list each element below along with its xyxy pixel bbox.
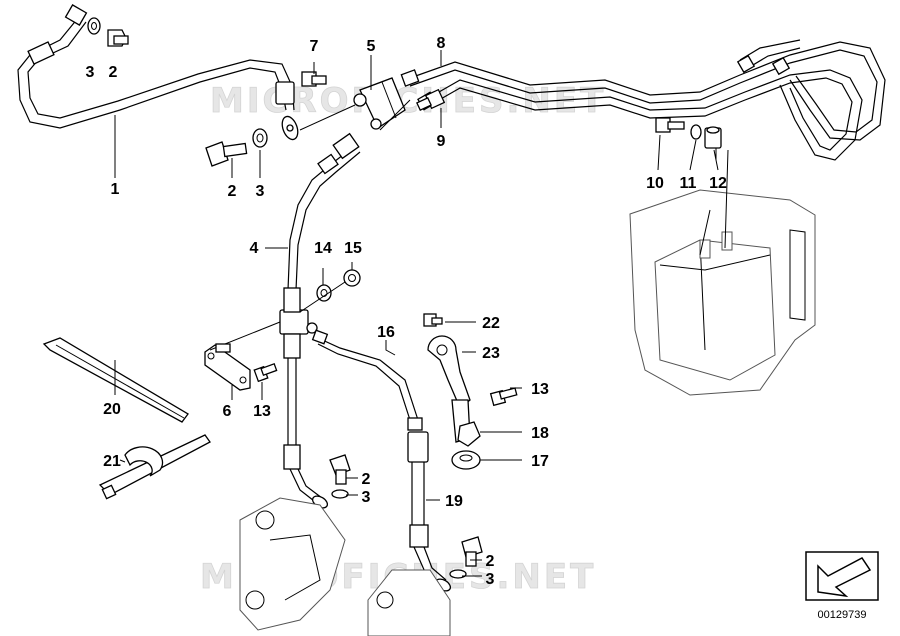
callout-3-lower-right: 3	[486, 571, 495, 588]
callout-18: 18	[531, 425, 549, 442]
callout-17: 17	[531, 453, 549, 470]
washer-3-lower-left	[331, 489, 349, 499]
line-4	[287, 132, 361, 291]
callout-4: 4	[250, 240, 259, 257]
bolt-13-left	[253, 363, 278, 383]
nav-arrow-box[interactable]	[805, 551, 879, 601]
bolt-22	[423, 313, 443, 327]
bolt-7	[301, 71, 327, 87]
callout-8: 8	[437, 35, 446, 52]
hose-1	[17, 4, 299, 141]
nut-12	[704, 126, 722, 149]
bolt-2-lower-left	[329, 454, 351, 485]
callout-2-mid: 2	[228, 183, 237, 200]
clip-18	[457, 421, 481, 447]
callout-20: 20	[103, 401, 121, 418]
callout-3-mid: 3	[256, 183, 265, 200]
callout-6: 6	[223, 403, 232, 420]
callout-15: 15	[344, 240, 362, 257]
washer-3-mid	[252, 128, 268, 148]
callout-12: 12	[709, 175, 727, 192]
callout-2-lower-left: 2	[362, 471, 371, 488]
hose-lower-left	[283, 333, 329, 509]
callout-23: 23	[482, 345, 500, 362]
washer-3-lower-right	[449, 569, 467, 579]
washer-14	[316, 284, 332, 302]
distributor-5	[299, 77, 411, 131]
caliper-left	[239, 497, 346, 631]
bolt-10	[655, 117, 685, 133]
arrow-down-left-icon	[817, 557, 872, 598]
brake-pipe-8	[400, 39, 886, 161]
callout-13-right: 13	[531, 381, 549, 398]
callout-5: 5	[367, 38, 376, 55]
reference-number: 00129739	[818, 609, 867, 621]
callout-22: 22	[482, 315, 500, 332]
grommet-17	[451, 450, 481, 470]
nut-15	[343, 269, 361, 287]
callout-16: 16	[377, 324, 395, 341]
t-piece	[279, 287, 318, 335]
bolt-9	[416, 88, 446, 112]
bolt-2-lower-right	[461, 536, 483, 567]
callout-2-lower-right: 2	[486, 553, 495, 570]
pipe-16	[311, 329, 423, 431]
watermark-top: MICROFICHES.NET	[210, 81, 606, 121]
callout-21: 21	[103, 453, 121, 470]
callout-9: 9	[437, 133, 446, 150]
callout-11: 11	[680, 175, 697, 192]
callout-3-lower-left: 3	[362, 489, 371, 506]
callout-7: 7	[310, 38, 319, 55]
callout-1: 1	[111, 181, 120, 198]
washer-3-top	[87, 17, 101, 35]
washer-11	[690, 124, 702, 140]
cable-tie-20	[42, 337, 189, 423]
bracket-6	[204, 321, 281, 391]
abs-unit	[629, 148, 816, 396]
callout-19: 19	[445, 493, 463, 510]
callout-10: 10	[646, 175, 664, 192]
callout-labels: 1 2 3 2 3 4 5 7 8 9 10 11 12 14 15 16 22…	[86, 35, 727, 588]
holder-21	[98, 434, 211, 500]
bolt-2-top	[107, 29, 129, 47]
caliper-right	[367, 569, 451, 636]
bolt-13-right	[489, 387, 518, 407]
callout-13-left: 13	[253, 403, 271, 420]
callout-14: 14	[314, 240, 332, 257]
hose-19	[407, 431, 452, 592]
callout-3-top: 3	[86, 64, 95, 81]
bolt-2-mid	[205, 141, 248, 167]
callout-2-top: 2	[109, 64, 118, 81]
leader-lines	[114, 50, 719, 577]
